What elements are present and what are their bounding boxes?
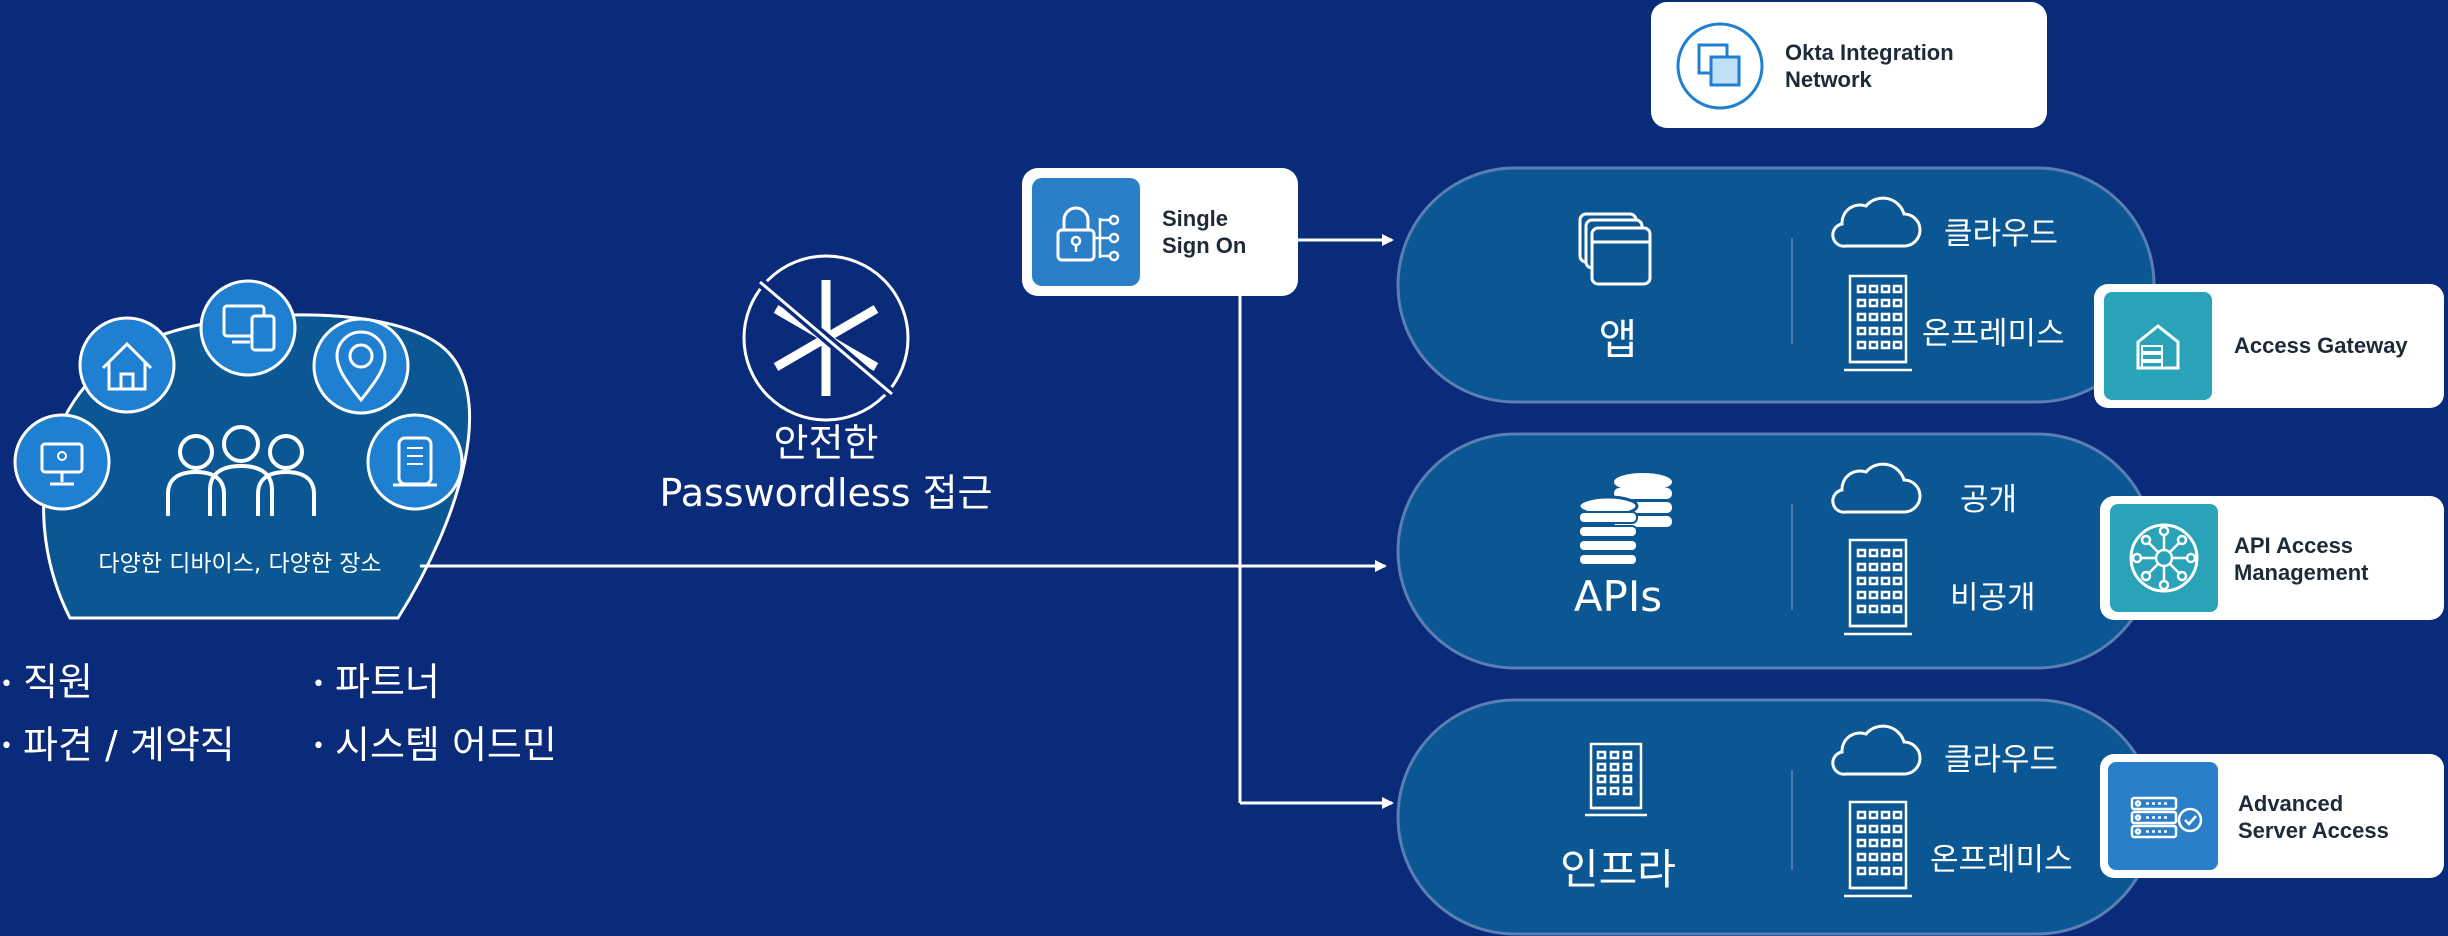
api-hub-icon (2110, 504, 2218, 612)
oin-label-line1: Okta Integration (1785, 40, 1954, 65)
passwordless-line2: Passwordless 접근 (659, 471, 993, 515)
apis-pill (1396, 432, 2156, 670)
location-pin-icon (312, 317, 410, 415)
apps-onprem-label: 온프레미스 (1922, 316, 2065, 352)
okta-integration-network-card[interactable]: Okta Integration Network (1651, 2, 2047, 128)
app-windows-icon (1578, 212, 1652, 286)
apis-title: APIs (1573, 572, 1663, 621)
list-item: •시스템 어드민 (312, 722, 557, 767)
apps-cloud-label: 클라우드 (1944, 216, 2059, 252)
people-group-icon (166, 425, 316, 516)
office-building-icon (366, 413, 464, 511)
database-icon (1577, 473, 1672, 566)
api-access-label-line2: Management (2234, 560, 2369, 585)
single-sign-on-card[interactable]: Single Sign On (1022, 168, 1298, 296)
apps-pill (1396, 166, 2156, 404)
apps-title: 앱 (1598, 315, 1638, 364)
no-password-icon (742, 254, 910, 422)
building-icon (1844, 274, 1912, 372)
server-check-icon (2108, 762, 2218, 870)
advanced-server-access-card[interactable]: Advanced Server Access (2100, 754, 2444, 878)
advanced-server-label-line2: Server Access (2238, 818, 2389, 843)
oin-label-line2: Network (1785, 67, 1872, 92)
roles-list-right: •파트너 •시스템 어드민 (312, 652, 557, 777)
list-item: •파트너 (312, 660, 440, 704)
passwordless-line1: 안전한 (773, 421, 879, 465)
monitor-icon (13, 413, 111, 511)
lock-network-icon (1032, 178, 1140, 286)
cloud-icon (1831, 462, 1922, 514)
cloud-icon (1831, 724, 1922, 776)
list-item: •직원 (0, 660, 93, 704)
apis-public-label: 공개 (1960, 482, 2018, 518)
infra-title: 인프라 (1560, 845, 1676, 894)
advanced-server-label-line1: Advanced (2238, 791, 2344, 816)
users-caption: 다양한 디바이스, 다양한 장소 (98, 551, 382, 577)
building-icon (1844, 538, 1912, 636)
home-icon (78, 316, 176, 414)
cloud-icon (1831, 196, 1922, 248)
access-gateway-card[interactable]: Access Gateway (2094, 284, 2444, 408)
sso-label-line1: Single (1162, 206, 1229, 231)
sso-label-line2: Sign On (1162, 233, 1247, 258)
api-access-management-card[interactable]: API Access Management (2100, 496, 2444, 620)
apis-private-label: 비공개 (1950, 580, 2036, 616)
building-icon (1844, 800, 1912, 898)
infra-cloud-label: 클라우드 (1944, 742, 2059, 778)
role-contractor: 파견 / 계약직 (22, 722, 235, 767)
api-access-label-line1: API Access (2234, 533, 2354, 558)
gateway-house-icon (2104, 292, 2212, 400)
access-gateway-label: Access Gateway (2234, 333, 2408, 358)
role-partner: 파트너 (334, 660, 440, 704)
infra-onprem-label: 온프레미스 (1930, 842, 2073, 878)
integration-squares-icon (1676, 22, 1764, 110)
building-icon (1585, 742, 1647, 817)
passwordless-caption: 안전한 Passwordless 접근 (640, 418, 1012, 518)
list-item: •파견 / 계약직 (0, 722, 235, 767)
roles-list-left: •직원 •파견 / 계약직 (0, 652, 235, 777)
devices-icon (199, 279, 297, 377)
role-system-admin: 시스템 어드민 (334, 722, 557, 767)
role-employee: 직원 (22, 660, 93, 704)
